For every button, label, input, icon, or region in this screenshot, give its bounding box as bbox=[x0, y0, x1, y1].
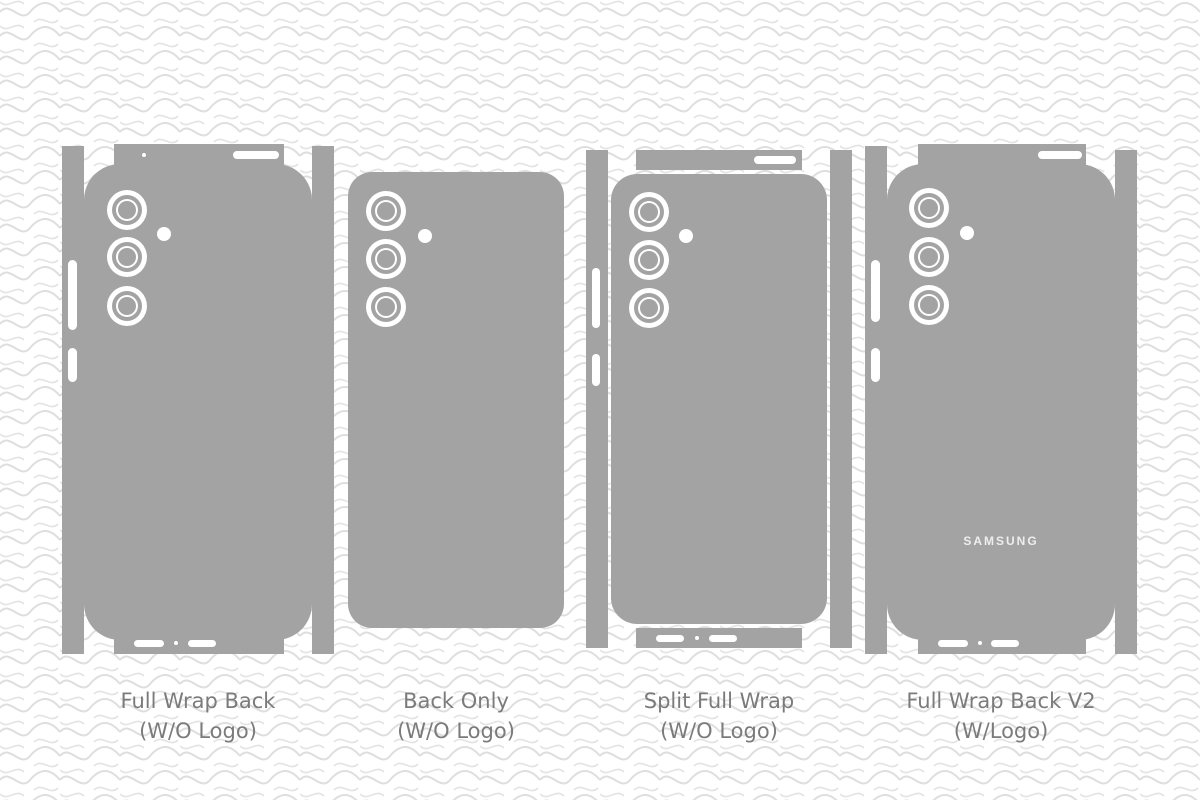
flash-icon bbox=[157, 227, 171, 241]
camera-ring-icon bbox=[107, 190, 147, 230]
camera-ring-icon bbox=[366, 239, 406, 279]
flash-icon bbox=[960, 226, 974, 240]
flash-icon bbox=[679, 229, 693, 243]
camera-ring-icon bbox=[366, 191, 406, 231]
speaker-slot-icon bbox=[134, 640, 164, 647]
mic-hole-icon bbox=[142, 153, 146, 157]
usb-port-icon bbox=[991, 640, 1019, 647]
button-slot-icon bbox=[68, 260, 77, 330]
caption-title: Back Only bbox=[403, 689, 509, 713]
side-strip-right bbox=[1115, 150, 1137, 654]
side-strip-right bbox=[312, 146, 334, 654]
caption-title: Full Wrap Back bbox=[120, 689, 276, 713]
back-panel bbox=[611, 174, 827, 624]
camera-ring-icon bbox=[629, 192, 669, 232]
caption-full-wrap-back: Full Wrap Back (W/O Logo) bbox=[68, 686, 328, 746]
button-slot-icon bbox=[871, 348, 880, 382]
template-full-wrap-back bbox=[62, 144, 334, 654]
top-slot-icon bbox=[233, 151, 279, 159]
caption-full-wrap-back-v2: Full Wrap Back V2 (W/Logo) bbox=[871, 686, 1131, 746]
back-panel bbox=[84, 164, 312, 640]
top-strip bbox=[636, 150, 802, 170]
template-full-wrap-back-v2: SAMSUNG bbox=[865, 144, 1137, 654]
camera-ring-icon bbox=[107, 237, 147, 277]
speaker-slot-icon bbox=[938, 640, 968, 647]
caption-subtitle: (W/O Logo) bbox=[139, 719, 257, 743]
top-slot-icon bbox=[754, 156, 796, 164]
usb-port-icon bbox=[188, 640, 216, 647]
back-panel bbox=[887, 164, 1115, 640]
side-strip-right bbox=[830, 150, 852, 648]
caption-subtitle: (W/Logo) bbox=[953, 719, 1049, 743]
top-strip bbox=[114, 144, 284, 166]
caption-subtitle: (W/O Logo) bbox=[660, 719, 778, 743]
mic-hole-icon bbox=[978, 641, 982, 645]
template-split-full-wrap bbox=[586, 150, 852, 648]
mic-hole-icon bbox=[695, 636, 699, 640]
caption-title: Split Full Wrap bbox=[643, 689, 795, 713]
button-slot-icon bbox=[592, 354, 600, 386]
top-strip bbox=[918, 144, 1086, 166]
camera-ring-icon bbox=[909, 237, 949, 277]
button-slot-icon bbox=[871, 260, 880, 322]
button-slot-icon bbox=[68, 348, 77, 382]
caption-title: Full Wrap Back V2 bbox=[906, 689, 1096, 713]
camera-ring-icon bbox=[107, 286, 147, 326]
template-back-only bbox=[348, 172, 564, 628]
camera-ring-icon bbox=[629, 240, 669, 280]
side-strip-left bbox=[586, 150, 608, 648]
side-strip-left bbox=[62, 146, 84, 654]
camera-ring-icon bbox=[909, 285, 949, 325]
flash-icon bbox=[418, 229, 432, 243]
back-panel bbox=[348, 172, 564, 628]
top-slot-icon bbox=[1038, 151, 1082, 159]
camera-ring-icon bbox=[629, 288, 669, 328]
camera-ring-icon bbox=[366, 287, 406, 327]
camera-ring-icon bbox=[909, 188, 949, 228]
side-strip-left bbox=[865, 146, 887, 654]
caption-split-full-wrap: Split Full Wrap (W/O Logo) bbox=[589, 686, 849, 746]
caption-subtitle: (W/O Logo) bbox=[397, 719, 515, 743]
button-slot-icon bbox=[592, 268, 600, 328]
mic-hole-icon bbox=[174, 641, 178, 645]
usb-port-icon bbox=[709, 635, 737, 642]
speaker-slot-icon bbox=[656, 635, 684, 642]
brand-logo: SAMSUNG bbox=[963, 534, 1038, 548]
caption-back-only: Back Only (W/O Logo) bbox=[326, 686, 586, 746]
